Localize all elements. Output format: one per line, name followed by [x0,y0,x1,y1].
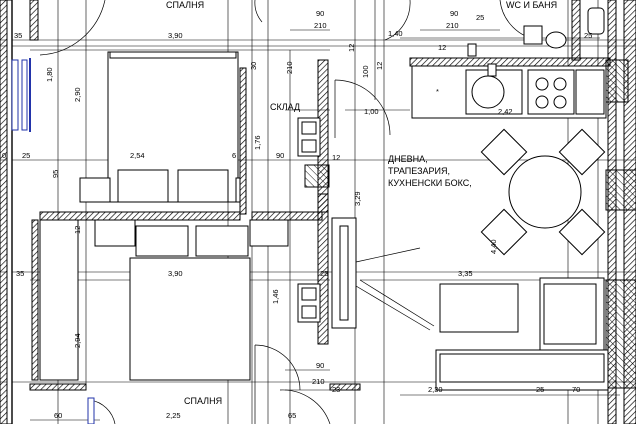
windows [11,58,95,424]
dim-label: 4,40 [489,239,498,254]
dim-label: 2,30 [428,385,443,394]
dining-table [508,155,582,229]
dim-label: 2,90 [73,87,82,102]
room-labels: СПАЛНЯ WC И БАНЯ СКЛАД ДНЕВНА, ТРАПЕЗАРИ… [166,0,557,406]
dim-label: 65 [288,411,296,420]
dim-label: 35 [16,269,24,278]
dim-label: 210 [312,377,325,386]
dim-label: 210 [285,61,294,74]
dim-label: 23 [332,385,340,394]
dim-label: 12 [375,62,384,70]
dim-label: 25 [320,269,328,278]
dim-label: 12 [73,226,82,234]
dim-label: 2,42 [498,107,513,116]
dim-label: 12 [438,43,446,52]
furniture [39,7,609,391]
dim-label: 6 [232,151,236,160]
dim-label: 3,29 [353,191,362,206]
dim-label: 210 [446,21,459,30]
dim-label: 210 [314,21,327,30]
columns [304,59,636,389]
dim-label: 35 [14,31,22,40]
dim-label: 1,76 [253,135,262,150]
dim-label: 95 [51,170,60,178]
dim-label: 2,54 [130,151,145,160]
room-label-wc: WC И БАНЯ [506,0,557,10]
dim-label: 3,90 [168,269,183,278]
room-label-bedroom-bottom: СПАЛНЯ [184,396,222,406]
room-label-living-3: КУХНЕНСКИ БОКС, [388,178,472,188]
leader-lines [355,247,435,331]
dim-label: 70 [572,385,580,394]
room-label-living-2: ТРАПЕЗАРИЯ, [388,166,450,176]
dim-label: 90 [316,361,324,370]
dim-label: 25 [476,13,484,22]
dim-label: 3,35 [458,269,473,278]
dim-label: 1,00 [364,107,379,116]
dim-label: 60 [54,411,62,420]
dim-label: 25 [584,31,592,40]
dim-label: 1,46 [271,289,280,304]
room-label-bedroom-top: СПАЛНЯ [166,0,204,10]
coffee-table [439,283,519,333]
dim-label: 25 [22,151,30,160]
dimension-labels: 35 3,90 90 210 12 90 210 25 25 1,40 12 1… [2,9,592,420]
room-label-storage: СКЛАД [270,102,300,112]
dim-label: 0 [2,151,6,160]
dim-label: 90 [276,151,284,160]
dim-label: 90 [450,9,458,18]
dim-label: 12 [332,153,340,162]
dim-label: 2,25 [166,411,181,420]
room-label-living-1: ДНЕВНА, [388,154,428,164]
dim-label: 12 [347,44,356,52]
dim-label: 90 [316,9,324,18]
dim-label: 1,40 [388,29,403,38]
dim-label: 1,80 [45,67,54,82]
dim-label: 3,90 [168,31,183,40]
kitchen-mark: * [436,87,439,96]
dim-label: 30 [249,62,258,70]
bed-bottom [129,257,251,381]
dim-label: 2,94 [73,333,82,348]
dim-label: 25 [536,385,544,394]
dim-label: 100 [361,65,370,78]
